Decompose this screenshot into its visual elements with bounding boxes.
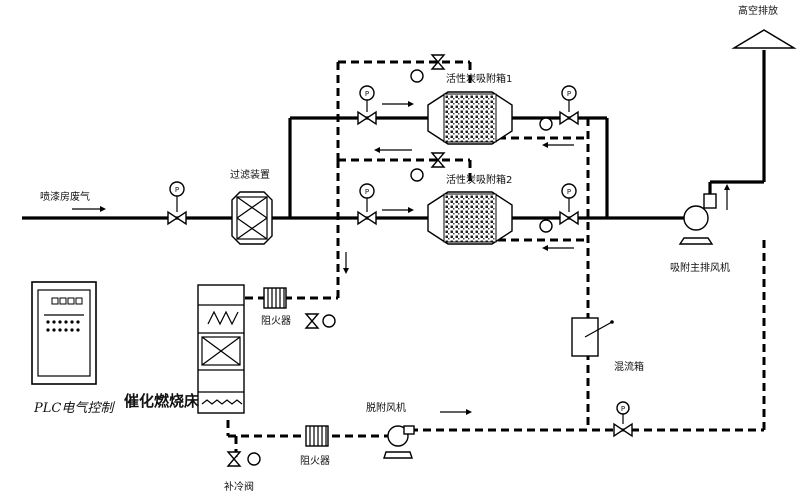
chimney-cap	[731, 29, 797, 49]
gauge-symbol: P	[621, 405, 625, 413]
pressure-gauges	[169, 69, 630, 466]
label-supplementary-valve: 补冷阀	[224, 480, 254, 493]
gauge-symbol: P	[567, 90, 571, 98]
labels: 喷漆房废气 过滤装置 活性炭吸附箱1 活性炭吸附箱2 高空排放 吸附主排风机 脱…	[33, 4, 778, 493]
label-catalytic-bed: 催化燃烧床	[124, 392, 200, 410]
gauge-symbol: P	[365, 188, 369, 196]
valve[interactable]	[430, 54, 446, 70]
main-pipes	[22, 50, 766, 220]
flow-arrows	[72, 101, 730, 415]
valve[interactable]	[559, 210, 579, 226]
plc-cabinet	[31, 281, 97, 385]
gauge-symbols: P P P P P P	[175, 90, 625, 413]
valve[interactable]	[357, 210, 377, 226]
label-plc-control: PLC电气控制	[33, 401, 115, 416]
catalytic-combustion-bed	[197, 284, 245, 414]
flame-arrester-2	[305, 425, 329, 447]
label-flame-arrester-2: 阻火器	[300, 455, 330, 467]
valve[interactable]	[357, 110, 377, 126]
valves	[167, 54, 633, 467]
valve[interactable]	[167, 210, 187, 226]
gauge-symbol: P	[365, 90, 369, 98]
label-high-altitude-discharge: 高空排放	[738, 4, 778, 17]
valve[interactable]	[304, 313, 320, 329]
label-adsorber-1: 活性炭吸附箱1	[446, 72, 512, 85]
adsorber-box-2	[427, 191, 513, 245]
valve[interactable]	[559, 110, 579, 126]
desorption-fan	[383, 425, 415, 459]
label-adsorber-2: 活性炭吸附箱2	[446, 173, 512, 186]
gauge-symbol: P	[175, 186, 179, 194]
label-flame-arrester-1: 阻火器	[261, 315, 291, 327]
label-main-fan: 吸附主排风机	[670, 261, 730, 274]
valve[interactable]	[613, 422, 633, 438]
gauge-symbol: P	[567, 188, 571, 196]
mixing-box	[571, 317, 614, 357]
label-filter-device: 过滤装置	[230, 168, 270, 181]
label-mixing-box: 混流箱	[614, 360, 644, 373]
main-exhaust-fan	[678, 193, 717, 245]
adsorber-box-1	[427, 91, 513, 145]
valve[interactable]	[430, 152, 446, 168]
filter-device	[231, 191, 273, 245]
flame-arrester-1	[263, 287, 287, 309]
valve[interactable]	[226, 451, 242, 467]
label-desorption-fan: 脱附风机	[366, 401, 406, 414]
label-spray-exhaust: 喷漆房废气	[40, 190, 90, 203]
